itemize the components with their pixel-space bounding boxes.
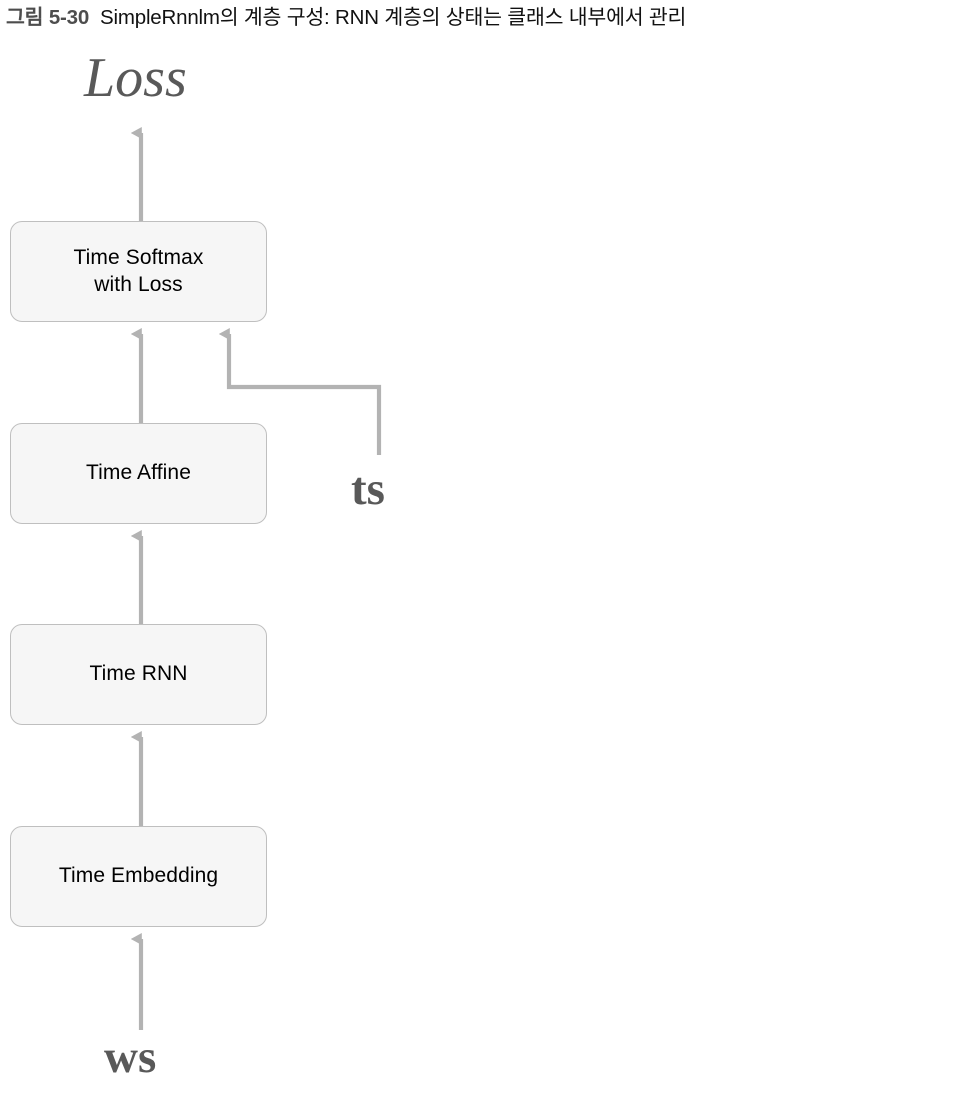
- node-label: Time Embedding: [58, 864, 219, 888]
- node-label: Time Softmax with Loss: [73, 245, 204, 296]
- variable-label-ws: ws: [104, 1031, 157, 1083]
- figure-caption: 그림 5-30 SimpleRnnlm의 계층 구성: RNN 계층의 상태는 클…: [6, 3, 968, 33]
- node-label: Time RNN: [89, 662, 188, 686]
- node-label: Time Affine: [86, 461, 191, 485]
- arrow-ts-to-softmax: [218, 328, 382, 455]
- figure-number: 그림 5-30: [6, 6, 90, 29]
- node-time-embedding[interactable]: Time Embedding: [10, 826, 267, 927]
- figure-caption-text: SimpleRnnlm의 계층 구성: RNN 계층의 상태는 클래스 내부에서…: [100, 6, 687, 29]
- node-time-rnn[interactable]: Time RNN: [10, 624, 267, 725]
- variable-label-ts: ts: [351, 463, 385, 515]
- node-time-softmax-with-loss[interactable]: Time Softmax with Loss: [10, 221, 267, 322]
- node-time-affine[interactable]: Time Affine: [10, 423, 267, 524]
- variable-label-loss: Loss: [84, 47, 187, 109]
